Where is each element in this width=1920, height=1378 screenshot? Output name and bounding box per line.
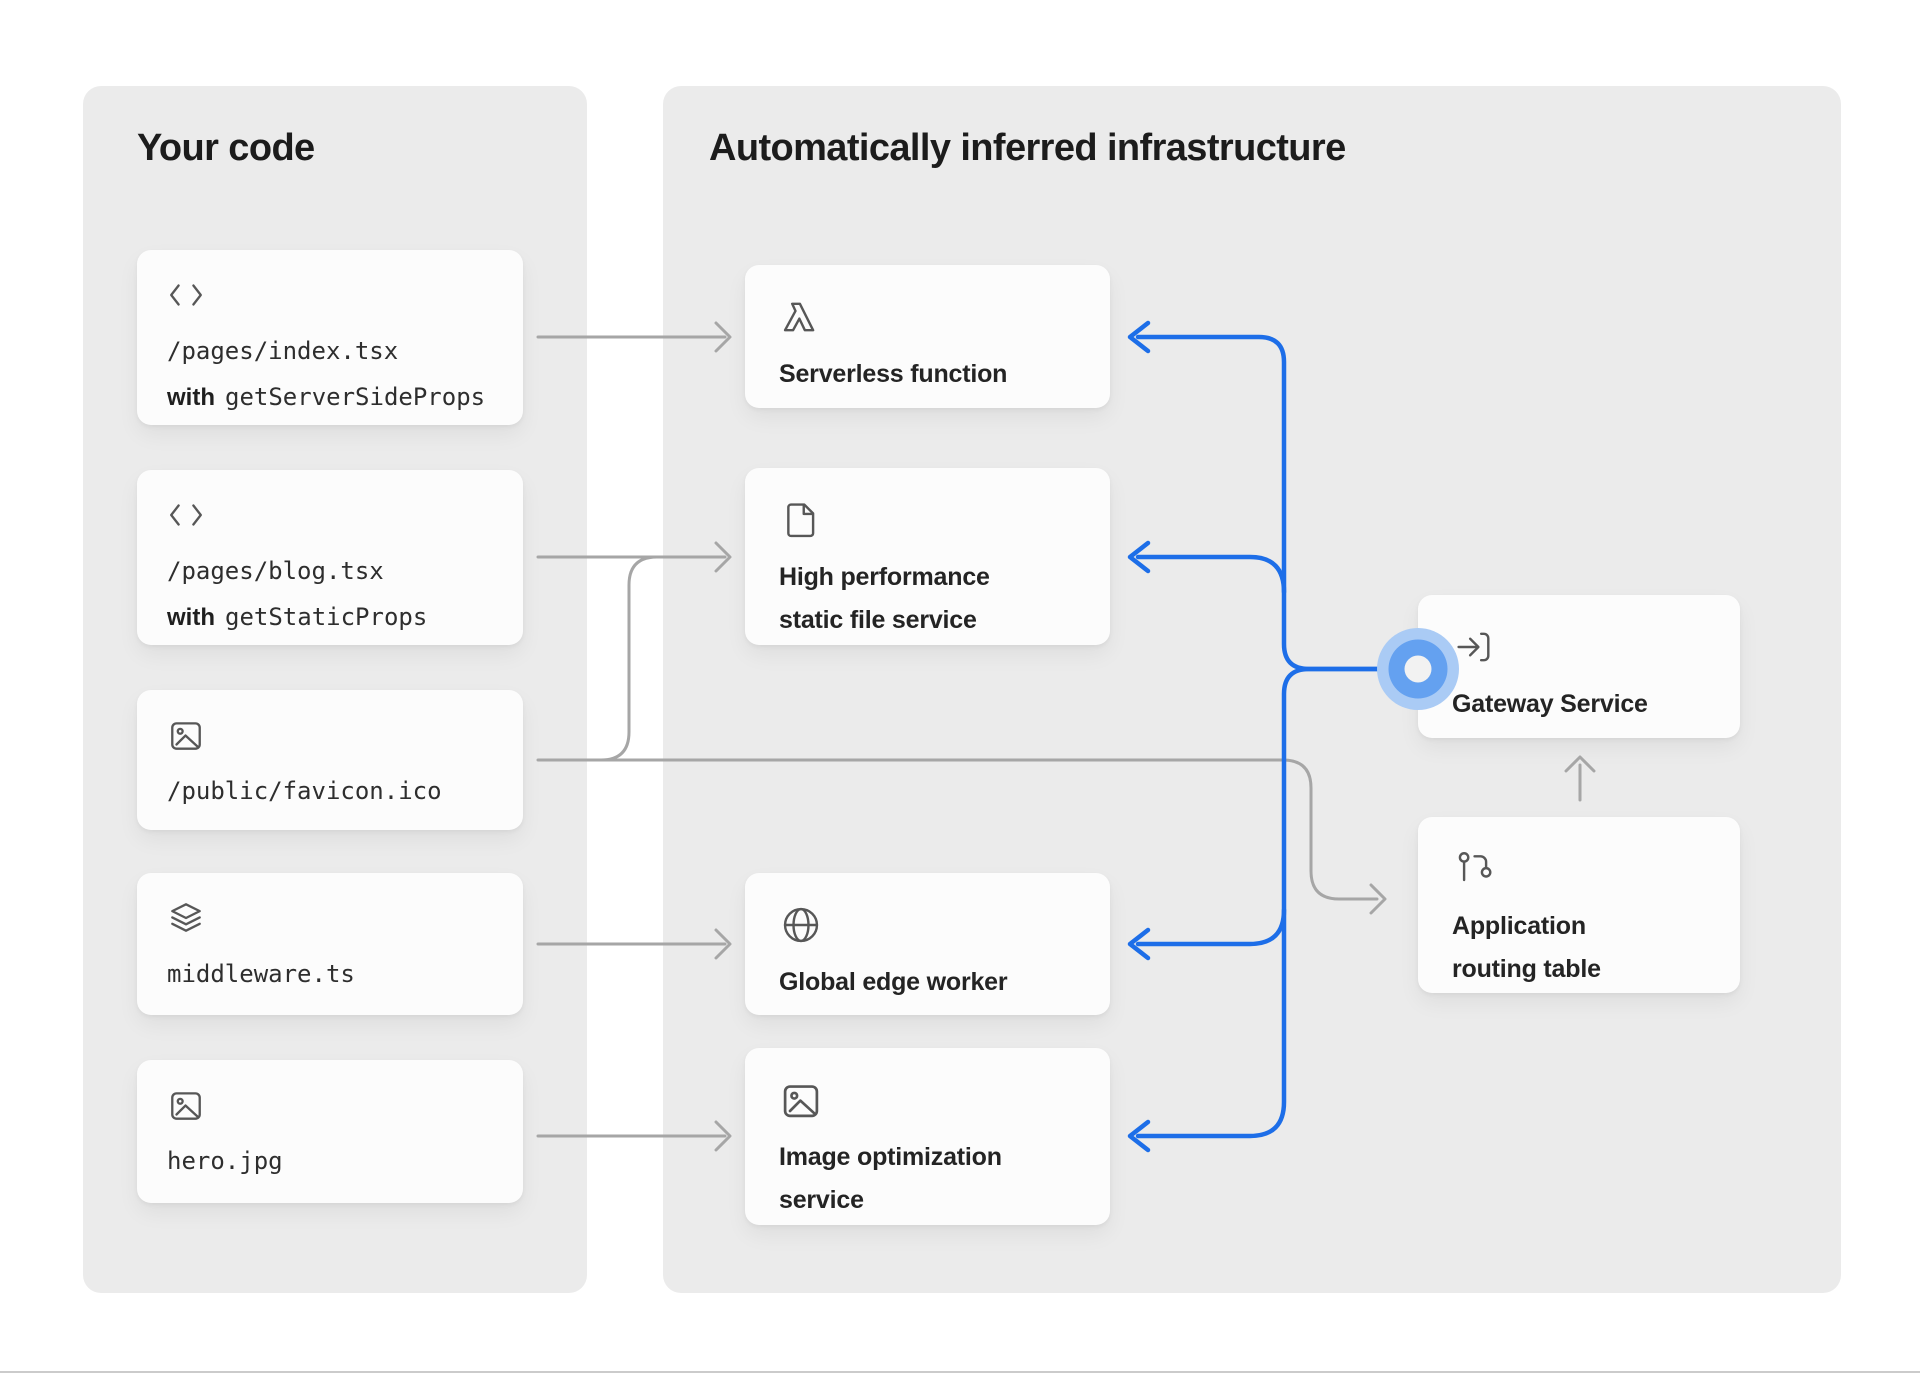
bottom-divider	[0, 1371, 1920, 1373]
code-card-favicon: /public/favicon.ico	[137, 690, 523, 830]
file-path: /public/favicon.ico	[167, 777, 442, 805]
globe-icon	[783, 907, 819, 943]
file-path: middleware.ts	[167, 960, 355, 988]
layers-icon	[171, 903, 201, 932]
code-card-middleware: middleware.ts	[137, 873, 523, 1015]
route-icon	[1458, 852, 1492, 882]
service-label: Image optimization service	[779, 1143, 1002, 1214]
image-icon	[171, 722, 201, 750]
service-label: Global edge worker	[779, 968, 1008, 996]
application-routing-table-card: Application routing table	[1418, 817, 1740, 993]
right-panel-title: Automatically inferred infrastructure	[709, 127, 1346, 169]
service-label: Gateway Service	[1452, 690, 1648, 718]
login-icon	[1457, 632, 1490, 662]
branch-favicon-to-staticfile	[599, 555, 659, 762]
service-card-global-edge-worker: Global edge worker	[745, 873, 1110, 1015]
image-icon	[171, 1092, 201, 1120]
service-card-serverless-function: Serverless function	[745, 265, 1110, 408]
left-panel-title: Your code	[137, 127, 315, 169]
gateway-service-card: Gateway Service	[1418, 595, 1740, 738]
code-icon	[170, 504, 202, 526]
service-card-static-file-service: High performance static file service	[745, 468, 1110, 645]
file-path: hero.jpg	[167, 1147, 283, 1175]
service-label: Serverless function	[779, 360, 1008, 388]
service-card-image-optimization: Image optimization service	[745, 1048, 1110, 1225]
service-label: High performance static file service	[779, 563, 990, 634]
file-path: /pages/blog.tsx	[167, 557, 384, 585]
lambda-icon	[783, 302, 815, 332]
file-path: /pages/index.tsx	[167, 337, 399, 365]
service-label: Application routing table	[1452, 912, 1601, 983]
image-icon	[783, 1085, 819, 1118]
file-icon	[787, 503, 815, 538]
code-icon	[170, 284, 202, 306]
code-card-hero-jpg: hero.jpg	[137, 1060, 523, 1203]
